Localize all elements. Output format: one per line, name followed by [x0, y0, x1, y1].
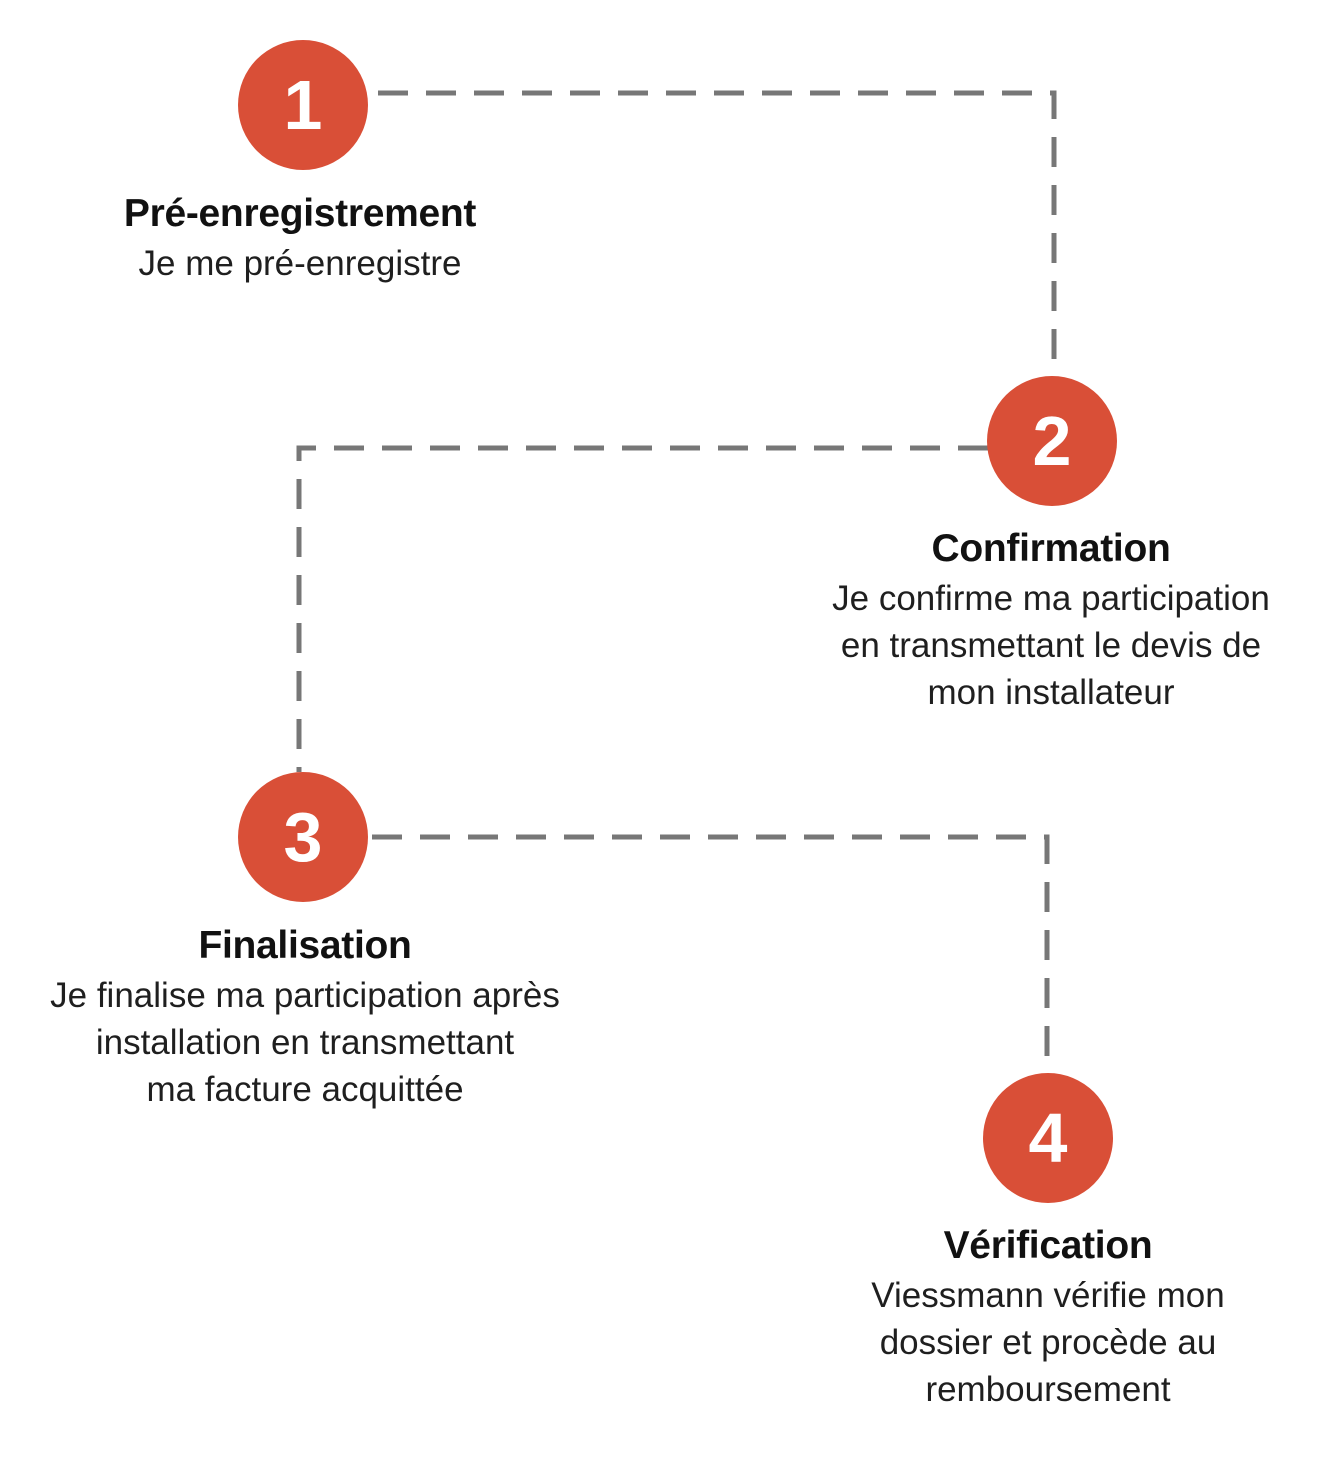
- step-1-title: Pré-enregistrement: [123, 192, 477, 235]
- step-2-description-line: Je confirme ma participation: [832, 579, 1270, 618]
- step-2-title: Confirmation: [931, 527, 1171, 570]
- step-3-description: Je finalise ma participation après insta…: [0, 972, 610, 1113]
- step-2-description: Je confirme ma participation en transmet…: [776, 575, 1325, 716]
- connector-3-to-4: [372, 834, 1050, 1073]
- step-2-text: Confirmation Je confirme ma participatio…: [776, 523, 1325, 716]
- connector-1-to-2: [378, 90, 1057, 378]
- step-4-description-line: Viessmann vérifie mon: [871, 1276, 1225, 1315]
- step-2-number-badge: 2: [987, 376, 1117, 506]
- step-3-description-line: installation en transmettant: [95, 1023, 515, 1062]
- step-2-description-line: mon installateur: [927, 673, 1175, 712]
- step-3-title: Finalisation: [198, 924, 412, 967]
- step-1-description: Je me pré-enregistre: [40, 240, 560, 287]
- step-3-number-badge: 3: [238, 772, 368, 902]
- step-4-description: Viessmann vérifie mon dossier et procède…: [798, 1272, 1298, 1413]
- step-4-number-badge: 4: [983, 1073, 1113, 1203]
- step-3-text: Finalisation Je finalise ma participatio…: [0, 920, 610, 1113]
- step-4-text: Vérification Viessmann vérifie mon dossi…: [798, 1220, 1298, 1413]
- step-1-text: Pré-enregistrement Je me pré-enregistre: [40, 188, 560, 287]
- step-1-number-badge: 1: [238, 40, 368, 170]
- connector-2-to-3: [296, 445, 988, 772]
- step-1-description-line: Je me pré-enregistre: [138, 244, 462, 283]
- step-3-description-line: Je finalise ma participation après: [50, 976, 560, 1015]
- step-4-description-line: dossier et procède au: [879, 1323, 1217, 1362]
- step-2-description-line: en transmettant le devis de: [840, 626, 1262, 665]
- step-4-title: Vérification: [943, 1224, 1153, 1267]
- step-4-description-line: remboursement: [925, 1370, 1171, 1409]
- step-3-description-line: ma facture acquittée: [146, 1070, 464, 1109]
